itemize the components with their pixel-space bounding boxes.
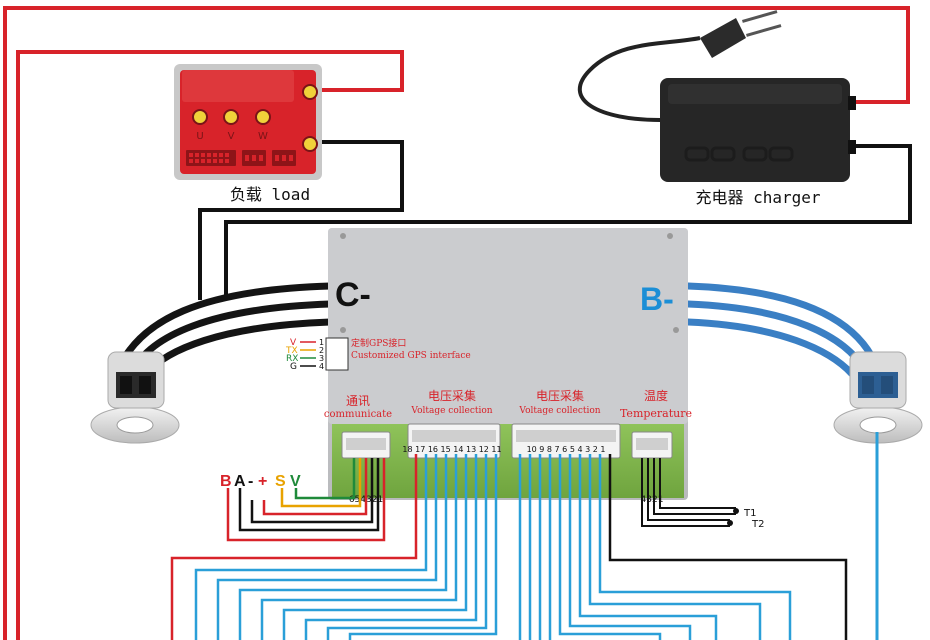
gps-interface <box>300 337 349 371</box>
volt-a-label-en: Voltage collection <box>410 406 492 416</box>
gps-pin-g: G <box>290 362 297 372</box>
c-minus-ring-terminal <box>90 351 180 444</box>
gps-title-en: Customized GPS interface <box>351 351 471 361</box>
comm-wire-neg: - <box>248 473 253 490</box>
load-terminal-w: W <box>258 131 268 142</box>
sensor-t2-label: T2 <box>751 519 764 530</box>
volt-b-pin-numbers: 10 9 8 7 6 5 4 3 2 1 <box>527 445 606 454</box>
charger <box>577 10 856 182</box>
volt-a-label-cn: 电压采集 <box>428 388 476 403</box>
temp-pin-numbers: 4321 <box>641 495 664 505</box>
comm-wire-a: A <box>234 473 246 490</box>
t1-sensor-icon <box>733 508 739 514</box>
temp-sensor-wires <box>641 458 736 527</box>
comm-wire-b: B <box>220 473 232 490</box>
gps-pin-v: V <box>290 338 297 348</box>
gps-pin-rx: RX <box>286 354 298 364</box>
comm-wire-v: V <box>290 473 301 490</box>
sensor-t1-label: T1 <box>743 508 756 519</box>
b-minus-ring-terminal <box>833 351 923 444</box>
charger-label: 充电器 charger <box>695 188 820 207</box>
gps-pin-num-1: 1 <box>319 338 324 347</box>
gps-pin-tx: TX <box>285 346 298 356</box>
load-terminals <box>192 84 318 152</box>
load-label: 负载 load <box>230 185 310 204</box>
comm-wire-s: S <box>275 473 286 490</box>
load-terminal-u: U <box>196 131 203 142</box>
bms-board <box>328 228 688 500</box>
temp-label-cn: 温度 <box>644 388 668 403</box>
temp-label-en: Temperature <box>620 407 692 420</box>
red-main-wire <box>3 6 910 640</box>
voltage-wires-red <box>170 454 418 640</box>
load-terminal-v: V <box>228 131 235 142</box>
gps-pin-num-3: 3 <box>319 354 324 363</box>
comm-wires <box>226 458 386 542</box>
load-controller: U V W <box>174 64 322 180</box>
comm-label-cn: 通讯 <box>346 394 370 408</box>
volt-b-label-cn: 电压采集 <box>536 388 584 403</box>
gps-pin-num-4: 4 <box>319 362 324 371</box>
voltage-wire-black <box>608 454 848 640</box>
comm-wire-pos: + <box>258 473 267 490</box>
c-minus-label: C- <box>335 276 371 314</box>
gps-title-cn: 定制GPS接口 <box>351 337 406 349</box>
black-main-wire <box>198 140 912 300</box>
gps-pin-num-2: 2 <box>319 346 324 355</box>
volt-b-label-en: Voltage collection <box>518 406 600 416</box>
volt-a-pin-numbers: 18 17 16 15 14 13 12 11 <box>402 445 501 454</box>
b-minus-label: B- <box>640 281 674 317</box>
comm-label-en: communicate <box>324 409 392 420</box>
voltage-wires-blue <box>194 454 792 640</box>
t2-sensor-icon <box>727 520 733 526</box>
